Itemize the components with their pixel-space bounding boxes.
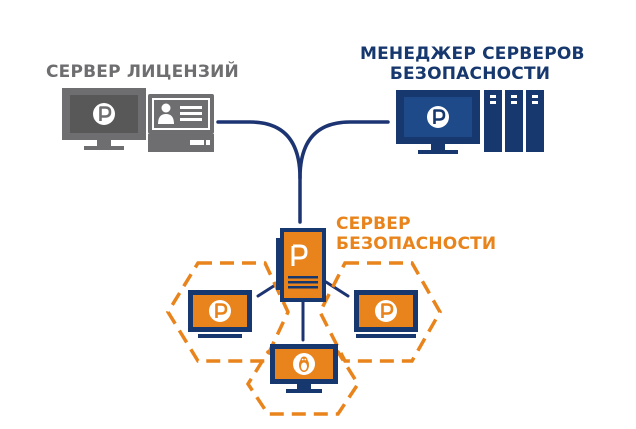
brand-logo-icon: [425, 104, 451, 130]
client-right-connector: [324, 280, 350, 298]
license-server-monitor: [62, 88, 146, 150]
hex-left: [165, 261, 290, 363]
server-racks-icon: [484, 90, 544, 152]
manager-connector: [298, 120, 390, 180]
manager-label-line1: МЕНЕДЖЕР СЕРВЕРОВ: [360, 44, 585, 64]
hex-right: [318, 261, 443, 363]
manager-monitor: [396, 90, 480, 154]
security-server-label-line1: СЕРВЕР: [336, 214, 411, 234]
manager-label-line2: БЕЗОПАСНОСТИ: [389, 64, 551, 84]
client-monitor-bottom: [270, 344, 338, 393]
security-server-tower: [276, 228, 326, 302]
brand-logo-icon: [91, 101, 117, 127]
id-card-icon: [148, 94, 214, 152]
connector-lines: [216, 120, 390, 224]
license-connector: [216, 120, 302, 224]
security-server-label-line2: БЕЗОПАСНОСТИ: [336, 234, 497, 254]
linux-penguin-icon: [293, 353, 315, 375]
client-laptop-right: [354, 290, 418, 338]
brand-logo-icon: [207, 298, 233, 324]
license-server-label: СЕРВЕР ЛИЦЕНЗИЙ: [46, 62, 239, 82]
brand-logo-icon: [373, 298, 399, 324]
client-laptop-left: [188, 290, 252, 338]
